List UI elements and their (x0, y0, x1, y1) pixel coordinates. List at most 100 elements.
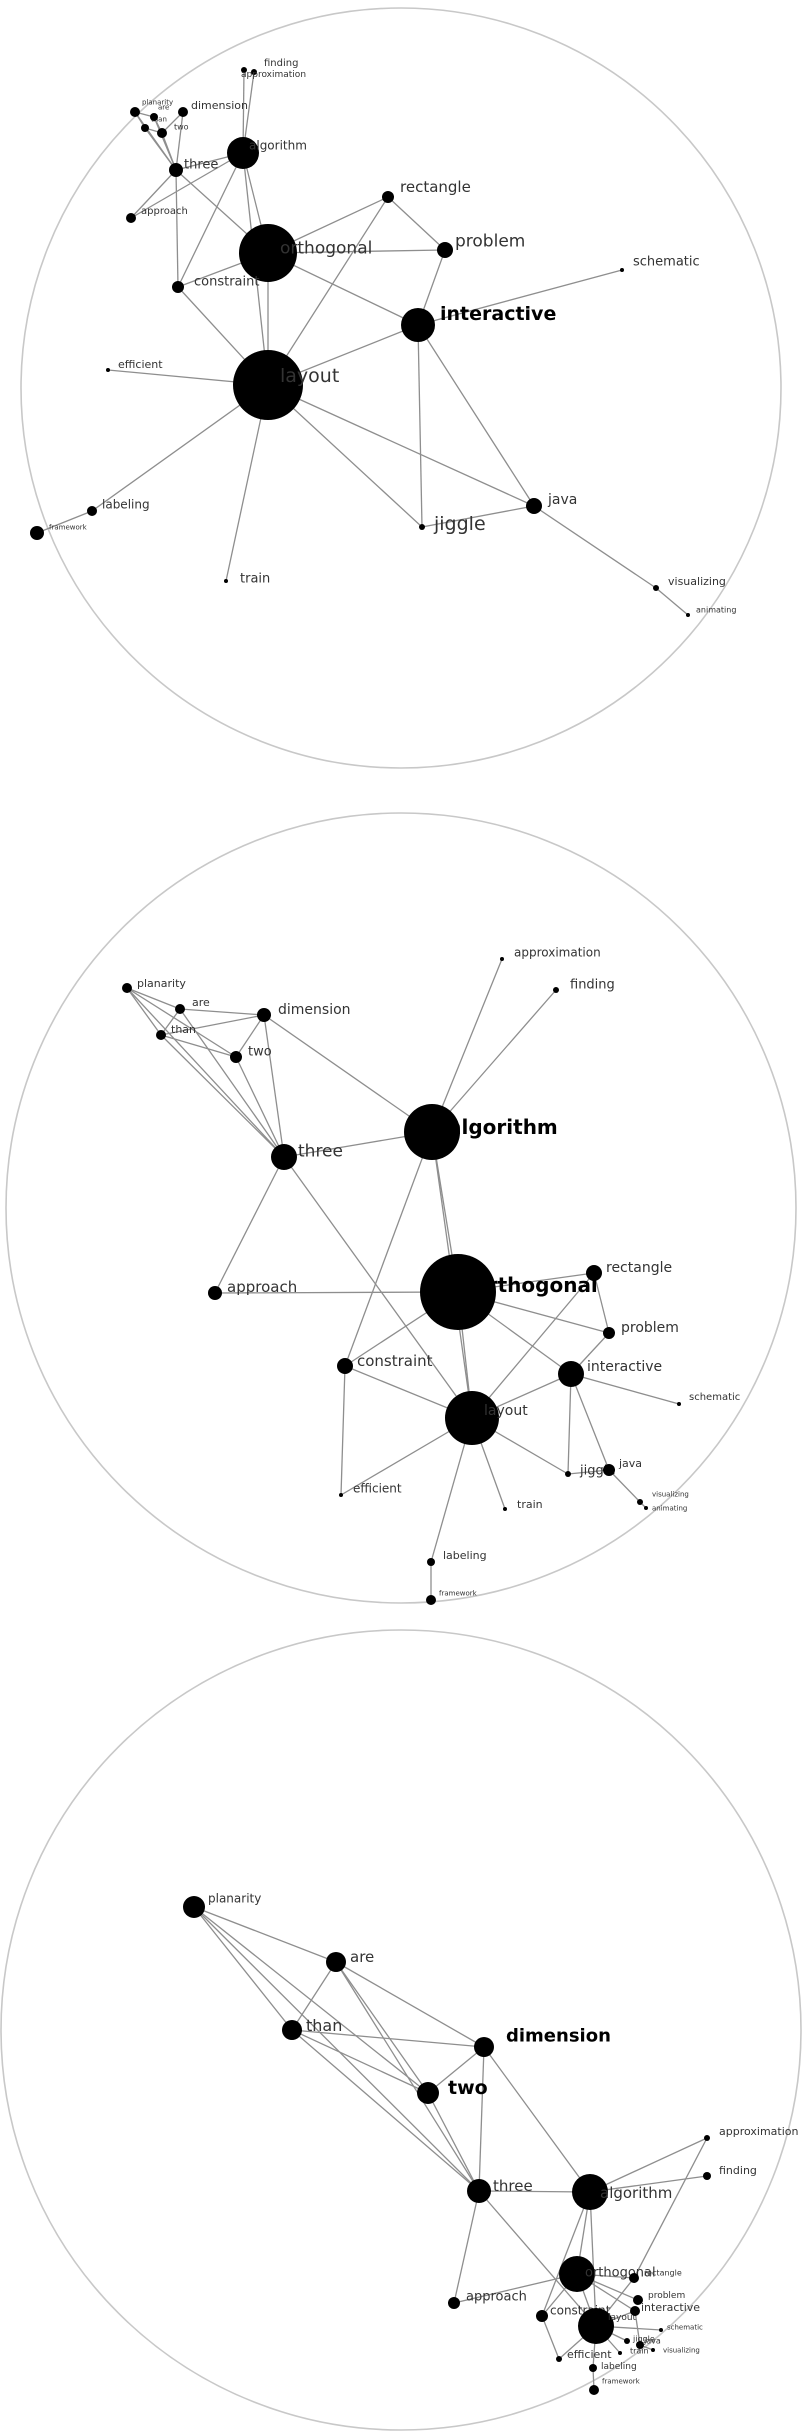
node-dot-jiggle[interactable] (419, 524, 425, 530)
node-schematic[interactable]: schematic (659, 2324, 703, 2332)
node-three[interactable]: three (271, 1142, 343, 1170)
node-dot-labeling[interactable] (427, 1558, 435, 1566)
node-dot-orthogonal[interactable] (239, 224, 297, 282)
node-interactive[interactable]: interactive (630, 2301, 700, 2316)
node-efficient[interactable]: efficient (556, 2348, 612, 2362)
node-constraint[interactable]: constraint (172, 274, 259, 293)
node-dot-three[interactable] (271, 1144, 297, 1170)
node-approximation[interactable]: approximation (704, 2125, 798, 2141)
node-are[interactable]: are (150, 104, 169, 121)
node-than[interactable]: than (141, 116, 167, 132)
node-dot-efficient[interactable] (106, 368, 110, 372)
node-two[interactable]: two (417, 2077, 488, 2104)
node-dot-train[interactable] (224, 579, 228, 583)
node-problem[interactable]: problem (437, 232, 525, 258)
node-dot-layout[interactable] (445, 1391, 499, 1445)
node-are[interactable]: are (326, 1948, 374, 1972)
node-dot-planarity[interactable] (183, 1896, 205, 1918)
node-dot-animating[interactable] (686, 613, 690, 617)
node-dot-train[interactable] (618, 2351, 622, 2355)
node-interactive[interactable]: interactive (401, 303, 556, 342)
node-dot-than[interactable] (141, 124, 149, 132)
node-dimension[interactable]: dimension (474, 2025, 611, 2057)
node-framework[interactable]: framework (426, 1590, 478, 1605)
node-approach[interactable]: approach (448, 2289, 527, 2309)
node-algorithm[interactable]: algorithm (404, 1104, 558, 1160)
node-dot-jiggle[interactable] (565, 1471, 571, 1477)
node-dot-problem[interactable] (603, 1327, 615, 1339)
node-dot-rectangle[interactable] (382, 191, 394, 203)
node-dot-animating[interactable] (644, 1506, 648, 1510)
node-algorithm[interactable]: algorithm (572, 2174, 672, 2210)
node-dot-dimension[interactable] (257, 1008, 271, 1022)
node-problem[interactable]: problem (603, 1320, 679, 1339)
node-dot-dimension[interactable] (474, 2037, 494, 2057)
node-dot-approximation[interactable] (704, 2135, 710, 2141)
node-dot-approximation[interactable] (251, 69, 257, 75)
node-dot-problem[interactable] (437, 242, 453, 258)
node-dot-layout[interactable] (578, 2308, 614, 2344)
node-dot-constraint[interactable] (337, 1358, 353, 1374)
node-dot-java[interactable] (603, 1464, 615, 1476)
node-two[interactable]: two (230, 1044, 272, 1063)
node-dot-efficient[interactable] (556, 2356, 562, 2362)
node-labeling[interactable]: labeling (589, 2362, 637, 2372)
node-dot-interactive[interactable] (630, 2306, 640, 2316)
node-dot-are[interactable] (175, 1004, 185, 1014)
node-dot-planarity[interactable] (130, 107, 140, 117)
node-schematic[interactable]: schematic (620, 254, 700, 272)
node-dot-labeling[interactable] (87, 506, 97, 516)
node-train[interactable]: train (224, 571, 270, 586)
node-rectangle[interactable]: rectangle (586, 1260, 672, 1281)
node-are[interactable]: are (175, 996, 210, 1014)
node-approach[interactable]: approach (126, 206, 188, 223)
node-problem[interactable]: problem (633, 2291, 685, 2305)
node-dot-visualizing[interactable] (637, 1499, 643, 1505)
node-dot-three[interactable] (467, 2179, 491, 2203)
node-dot-three[interactable] (169, 163, 183, 177)
node-two[interactable]: two (157, 122, 189, 138)
node-dot-than[interactable] (156, 1030, 166, 1040)
node-orthogonal[interactable]: orthogonal (559, 2256, 656, 2292)
node-layout[interactable]: layout (233, 350, 339, 420)
node-dot-two[interactable] (230, 1051, 242, 1063)
node-dot-framework[interactable] (30, 526, 44, 540)
node-labeling[interactable]: labeling (427, 1549, 487, 1566)
node-java[interactable]: java (603, 1457, 642, 1476)
node-animating[interactable]: animating (686, 605, 736, 617)
node-framework[interactable]: framework (30, 524, 88, 540)
node-dot-algorithm[interactable] (404, 1104, 460, 1160)
node-jiggle[interactable]: jiggle (419, 513, 486, 535)
node-dot-finding[interactable] (553, 987, 559, 993)
node-dot-approximation[interactable] (500, 957, 504, 961)
node-dot-java[interactable] (526, 498, 542, 514)
node-dot-java[interactable] (636, 2341, 644, 2349)
node-constraint[interactable]: constraint (337, 1352, 433, 1374)
node-dot-efficient[interactable] (339, 1493, 343, 1497)
node-dot-labeling[interactable] (589, 2364, 597, 2372)
node-layout[interactable]: layout (578, 2308, 637, 2344)
node-finding[interactable]: finding (241, 58, 298, 73)
node-efficient[interactable]: efficient (106, 358, 163, 372)
node-dot-train[interactable] (503, 1507, 507, 1511)
node-algorithm[interactable]: algorithm (227, 137, 307, 169)
node-dot-rectangle[interactable] (586, 1265, 602, 1281)
node-approximation[interactable]: approximation (500, 946, 601, 961)
node-schematic[interactable]: schematic (677, 1392, 740, 1406)
node-efficient[interactable]: efficient (339, 1482, 402, 1497)
node-dot-dimension[interactable] (178, 107, 188, 117)
node-dot-finding[interactable] (241, 67, 247, 73)
node-orthogonal[interactable]: orthogonal (420, 1254, 598, 1330)
node-java[interactable]: java (526, 492, 577, 514)
node-finding[interactable]: finding (703, 2164, 757, 2180)
node-dot-constraint[interactable] (536, 2310, 548, 2322)
node-dimension[interactable]: dimension (257, 1002, 351, 1022)
node-dot-framework[interactable] (426, 1595, 436, 1605)
node-dot-schematic[interactable] (659, 2328, 663, 2332)
node-orthogonal[interactable]: orthogonal (239, 224, 372, 282)
node-dot-finding[interactable] (703, 2172, 711, 2180)
node-dot-layout[interactable] (233, 350, 303, 420)
node-dot-visualizing[interactable] (651, 2348, 655, 2352)
node-dot-schematic[interactable] (620, 268, 624, 272)
node-dot-are[interactable] (150, 113, 158, 121)
